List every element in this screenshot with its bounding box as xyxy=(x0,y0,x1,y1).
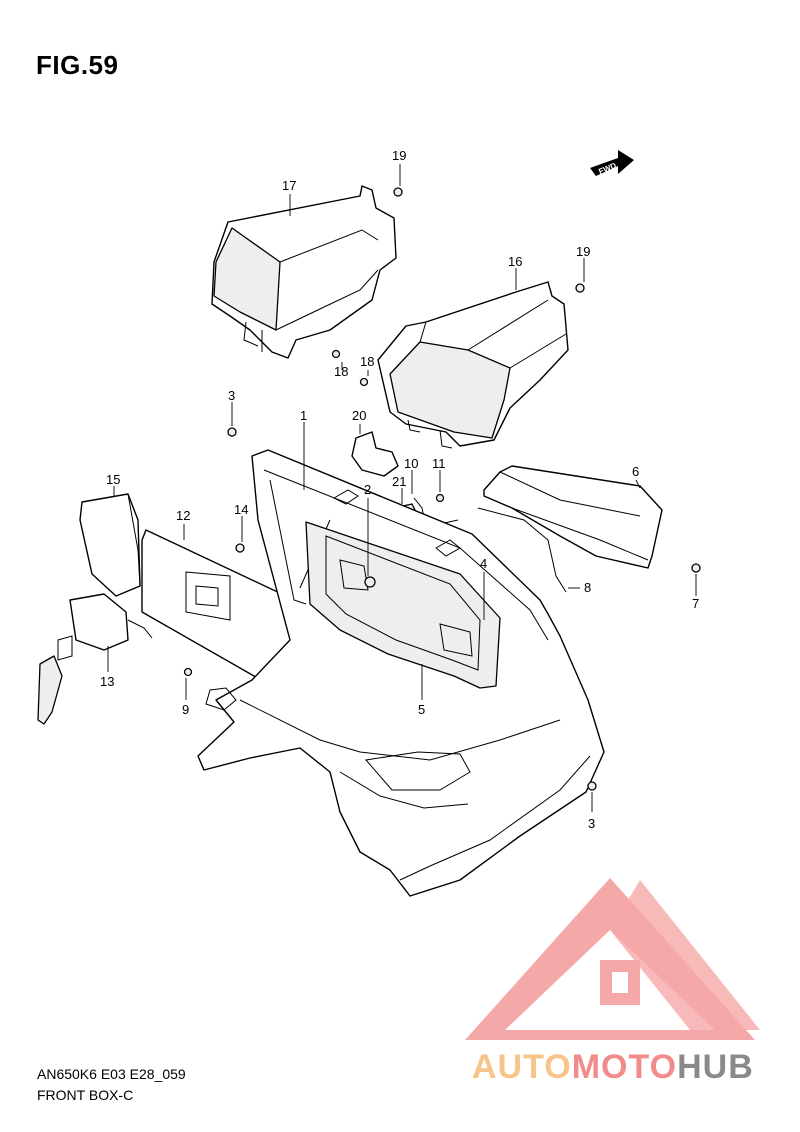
watermark-wordmark: AUTOMOTOHUB xyxy=(472,1048,754,1087)
watermark-auto: AUTO xyxy=(472,1048,572,1086)
screw-18-b xyxy=(359,377,369,387)
screw-3-bottom xyxy=(587,781,597,791)
callout-1: 1 xyxy=(300,408,307,423)
callout-7: 7 xyxy=(692,596,699,611)
callout-13: 13 xyxy=(100,674,114,689)
callout-5: 5 xyxy=(418,702,425,717)
screw-11 xyxy=(435,493,445,503)
callout-17: 17 xyxy=(282,178,296,193)
part-17-upper-duct xyxy=(211,185,397,359)
figure-title: FIG.59 xyxy=(36,50,119,80)
fastener-screws xyxy=(183,187,701,791)
part-1-front-box-frame xyxy=(197,449,605,897)
callout-20: 20 xyxy=(352,408,366,423)
callout-10: 10 xyxy=(404,456,418,471)
callout-labels: 17 19 16 19 18 18 3 20 1 10 11 6 2 21 15… xyxy=(100,148,699,831)
callout-8: 8 xyxy=(584,580,591,595)
part-6-side-cover xyxy=(483,465,663,569)
callout-21: 21 xyxy=(392,474,406,489)
watermark-logo xyxy=(465,878,760,1040)
part-20-bracket xyxy=(351,431,399,477)
watermark-moto: MOTO xyxy=(571,1048,678,1086)
screw-14 xyxy=(235,543,245,553)
forward-direction-arrow: FWD xyxy=(590,150,634,176)
callout-15: 15 xyxy=(106,472,120,487)
callout-11: 11 xyxy=(432,456,446,471)
part-8-rod xyxy=(477,507,567,593)
callout-3-top: 3 xyxy=(228,388,235,403)
figure-name: FRONT BOX-C xyxy=(37,1087,134,1103)
screw-9 xyxy=(183,667,193,677)
callout-12: 12 xyxy=(176,508,190,523)
screw-19-top xyxy=(393,187,403,197)
callout-19-right: 19 xyxy=(576,244,590,259)
screw-2 xyxy=(364,576,376,588)
callout-18-a: 18 xyxy=(334,364,348,379)
model-code: AN650K6 E03 E28_059 xyxy=(37,1066,186,1082)
callout-19-top: 19 xyxy=(392,148,406,163)
callout-9: 9 xyxy=(182,702,189,717)
callout-2: 2 xyxy=(364,482,371,497)
callout-14: 14 xyxy=(234,502,248,517)
screw-19-right xyxy=(575,283,585,293)
part-16-upper-duct xyxy=(377,281,569,449)
part-13-lock xyxy=(37,593,153,725)
part-9-hinge xyxy=(205,687,237,711)
part-15-lid xyxy=(79,493,141,597)
screw-7 xyxy=(691,563,701,573)
callout-18-b: 18 xyxy=(360,354,374,369)
leader-lines xyxy=(107,164,697,812)
callout-4: 4 xyxy=(480,556,487,571)
callout-3-bottom: 3 xyxy=(588,816,595,831)
fwd-label: FWD xyxy=(597,161,617,176)
screw-18-a xyxy=(331,349,341,359)
callout-6: 6 xyxy=(632,464,639,479)
watermark-hub: HUB xyxy=(677,1048,754,1086)
screw-3-top xyxy=(227,427,237,437)
callout-16: 16 xyxy=(508,254,522,269)
